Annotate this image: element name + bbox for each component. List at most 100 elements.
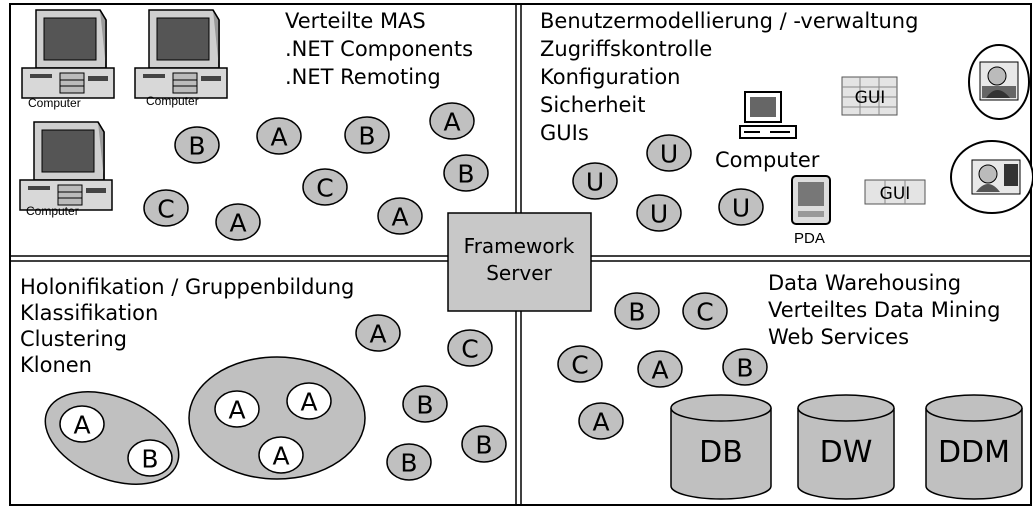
pda-icon — [791, 175, 831, 225]
agent-a: A — [215, 203, 261, 241]
agent-b: B — [344, 116, 390, 154]
agent-a: A — [637, 350, 683, 388]
agent-b: B — [614, 292, 660, 330]
computer-icon — [134, 9, 228, 99]
framework-server-box: Framework Server — [447, 212, 592, 312]
server-label-line2: Server — [486, 261, 552, 285]
br-title-line-3: Web Services — [768, 325, 909, 349]
agent-b: B — [402, 385, 448, 423]
database-cylinder-icon: DW — [797, 394, 895, 500]
agent-a: A — [578, 402, 624, 440]
svg-text:C: C — [461, 335, 478, 364]
database-cylinder-icon: DB — [670, 394, 772, 500]
computer-label-1: Computer — [28, 96, 81, 110]
agent-c: C — [143, 189, 189, 227]
quadrant-bottom-left: Holonifikation / Gruppenbildung Klassifi… — [20, 275, 507, 485]
quadrant-top-right: Benutzermodellierung / -verwaltung Zugri… — [540, 9, 1033, 247]
user-portrait-icon — [950, 140, 1033, 214]
svg-text:C: C — [157, 195, 174, 224]
bl-title-line-1: Holonifikation / Gruppenbildung — [20, 275, 354, 299]
bl-title-line-3: Clustering — [20, 327, 127, 351]
svg-text:B: B — [457, 160, 474, 189]
svg-text:B: B — [141, 445, 158, 474]
agent-b: B — [722, 348, 768, 386]
user-portrait-icon — [968, 44, 1030, 120]
agent-a: A — [377, 197, 423, 235]
server-label-line1: Framework — [464, 234, 575, 258]
pda-label: PDA — [794, 230, 825, 247]
svg-text:B: B — [475, 431, 492, 460]
svg-text:A: A — [229, 209, 246, 238]
agent-group: A A A — [188, 356, 366, 480]
tr-computer-label: Computer — [715, 148, 820, 172]
gui-window-icon: GUI — [864, 179, 926, 205]
svg-text:A: A — [300, 388, 317, 417]
tr-title-line-4: Sicherheit — [540, 93, 646, 117]
tr-title-line-5: GUIs — [540, 121, 589, 145]
svg-text:B: B — [358, 122, 375, 151]
svg-text:A: A — [73, 411, 90, 440]
svg-text:B: B — [188, 132, 205, 161]
agent-b: B — [127, 439, 173, 477]
bl-title-line-4: Klonen — [20, 353, 92, 377]
svg-text:U: U — [660, 140, 678, 169]
tl-title-line-1: Verteilte MAS — [285, 9, 426, 33]
agent-c: C — [557, 345, 603, 383]
svg-text:A: A — [391, 203, 408, 232]
quadrant-bottom-right: Data Warehousing Verteiltes Data Mining … — [557, 271, 1023, 500]
tr-title-line-3: Konfiguration — [540, 65, 680, 89]
agent-u: U — [646, 134, 692, 172]
br-title-line-1: Data Warehousing — [768, 271, 961, 295]
svg-text:B: B — [628, 298, 645, 327]
agent-a: A — [59, 405, 105, 443]
svg-text:A: A — [272, 442, 289, 471]
tl-title-line-2: .NET Components — [285, 37, 473, 61]
tr-title-line-2: Zugriffskontrolle — [540, 37, 712, 61]
svg-text:U: U — [586, 168, 604, 197]
gui-label-2: GUI — [880, 184, 911, 204]
tl-title-line-3: .NET Remoting — [285, 65, 441, 89]
svg-text:U: U — [732, 194, 750, 223]
agent-u: U — [718, 188, 764, 226]
computer-icon — [21, 9, 115, 99]
agent-a: A — [258, 436, 304, 474]
tr-title-line-1: Benutzermodellierung / -verwaltung — [540, 9, 918, 33]
agent-b: B — [386, 443, 432, 481]
svg-text:A: A — [270, 123, 287, 152]
agent-b: B — [174, 126, 220, 164]
computer-icon — [739, 91, 797, 139]
ddm-label: DDM — [938, 435, 1010, 470]
database-cylinder-icon: DDM — [925, 394, 1023, 500]
computer-label-3: Computer — [26, 204, 79, 218]
bl-title-line-2: Klassifikation — [20, 301, 158, 325]
svg-text:B: B — [400, 449, 417, 478]
agent-u: U — [572, 162, 618, 200]
svg-text:B: B — [416, 391, 433, 420]
svg-text:C: C — [696, 298, 713, 327]
agent-a: A — [214, 390, 260, 428]
svg-text:A: A — [228, 396, 245, 425]
agent-a: A — [286, 382, 332, 420]
db-label: DB — [699, 435, 743, 470]
svg-text:A: A — [443, 108, 460, 137]
agent-c: C — [302, 168, 348, 206]
computer-label-2: Computer — [146, 94, 199, 108]
quadrant-top-left: Verteilte MAS .NET Components .NET Remot… — [19, 9, 489, 241]
svg-text:A: A — [369, 320, 386, 349]
svg-text:A: A — [592, 408, 609, 437]
agent-c: C — [682, 292, 728, 330]
agent-a: A — [355, 314, 401, 352]
gui-label-1: GUI — [855, 88, 886, 108]
agent-a: A — [429, 102, 475, 140]
svg-text:A: A — [651, 356, 668, 385]
svg-text:B: B — [736, 354, 753, 383]
agent-b: B — [443, 154, 489, 192]
computer-icon — [19, 121, 113, 211]
agent-c: C — [447, 329, 493, 367]
agent-b: B — [461, 425, 507, 463]
agent-a: A — [256, 117, 302, 155]
agent-group: A B — [44, 391, 180, 485]
gui-window-icon: GUI — [841, 76, 898, 116]
